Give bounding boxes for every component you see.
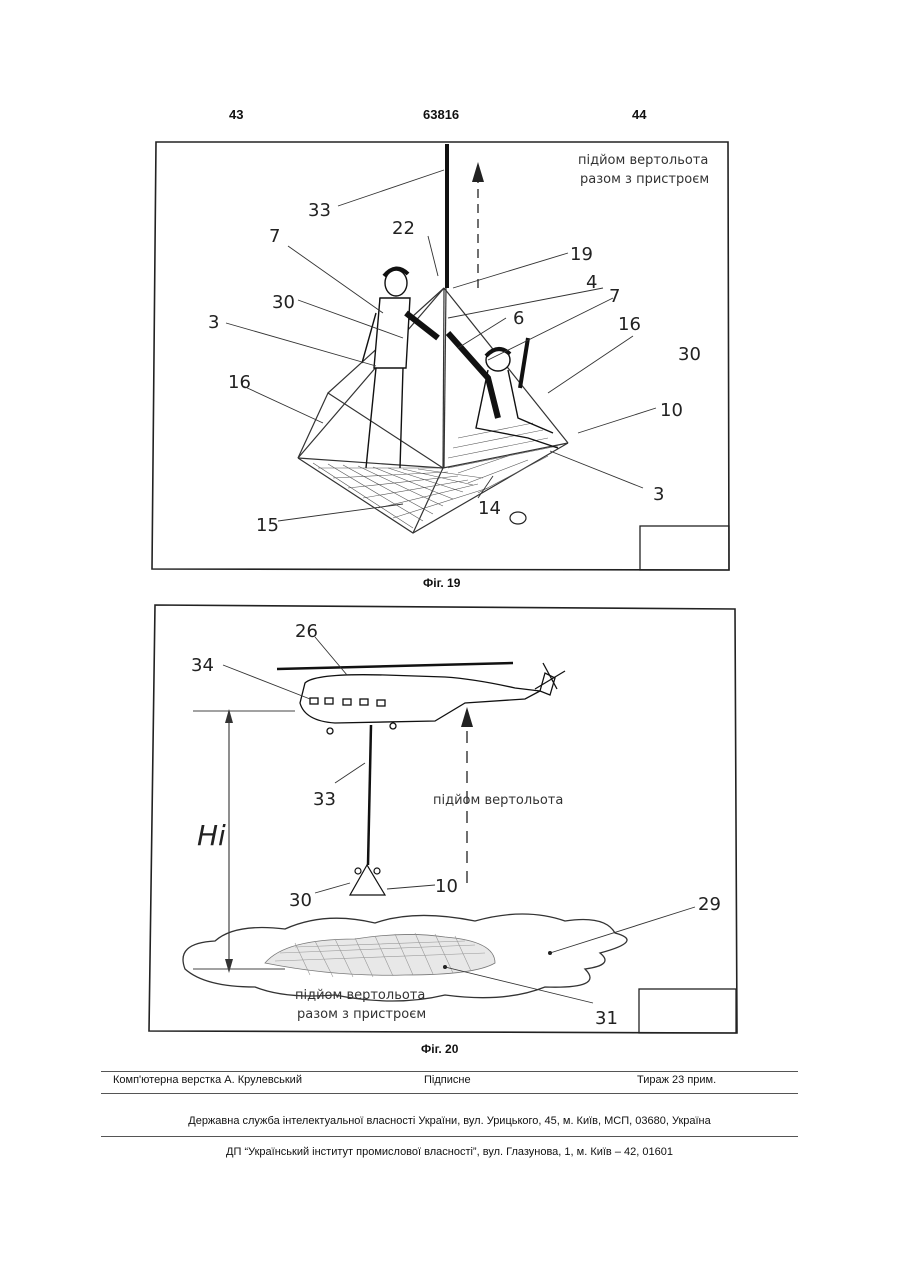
- footer-layout-credit: Комп'ютерна верстка А. Крулевський: [113, 1074, 302, 1086]
- fig19-note-line2: разом з пристроєм: [580, 172, 709, 187]
- page-number-right: 44: [632, 107, 646, 122]
- footer-signed: Підписне: [424, 1074, 471, 1086]
- fig19-label-3a: 3: [208, 312, 219, 333]
- footer-rule-middle: [101, 1093, 798, 1094]
- footer-agency: Державна служба інтелектуальної власност…: [101, 1115, 798, 1127]
- fig19-label-4: 4: [586, 272, 597, 293]
- page-number-left: 43: [229, 107, 243, 122]
- figure-20-labels: 26 34 33 30 10 29 31 Hi підйом вертольот…: [145, 603, 739, 1035]
- fig19-label-14: 14: [478, 498, 501, 519]
- fig20-label-31: 31: [595, 1008, 618, 1029]
- figure-19-labels: 33 22 19 7 4 7 30 6 3 16 30 16 10 3 14 1…: [148, 138, 734, 574]
- fig19-caption: Фіг. 19: [423, 576, 460, 590]
- fig19-label-7b: 7: [609, 286, 620, 307]
- fig19-label-7a: 7: [269, 226, 280, 247]
- footer-rule-bottom: [101, 1136, 798, 1137]
- fig19-label-30a: 30: [272, 292, 295, 313]
- fig19-label-33: 33: [308, 200, 331, 221]
- fig19-note-line1: підйом вертольота: [578, 153, 708, 168]
- fig20-lift-note: підйом вертольота: [433, 793, 563, 808]
- fig20-label-30: 30: [289, 890, 312, 911]
- fig20-label-10: 10: [435, 876, 458, 897]
- footer-institute: ДП “Український інститут промислової вла…: [101, 1146, 798, 1158]
- fig19-label-16b: 16: [228, 372, 251, 393]
- fig19-label-30b: 30: [678, 344, 701, 365]
- fig20-bottom-note-line1: підйом вертольота: [295, 988, 425, 1003]
- footer-rule-top: [101, 1071, 798, 1072]
- fig19-label-6: 6: [513, 308, 524, 329]
- patent-number: 63816: [423, 107, 459, 122]
- fig19-label-19: 19: [570, 244, 593, 265]
- fig19-label-22: 22: [392, 218, 415, 239]
- fig20-caption: Фіг. 20: [421, 1042, 458, 1056]
- fig20-label-33: 33: [313, 789, 336, 810]
- footer-circulation: Тираж 23 прим.: [637, 1074, 716, 1086]
- fig20-label-34: 34: [191, 655, 214, 676]
- fig19-label-10: 10: [660, 400, 683, 421]
- fig19-label-3b: 3: [653, 484, 664, 505]
- fig19-label-15: 15: [256, 515, 279, 536]
- fig20-height-label: Hi: [197, 819, 226, 852]
- fig19-label-16a: 16: [618, 314, 641, 335]
- fig20-label-26: 26: [295, 621, 318, 642]
- fig20-bottom-note-line2: разом з пристроєм: [297, 1007, 426, 1022]
- fig20-label-29: 29: [698, 894, 721, 915]
